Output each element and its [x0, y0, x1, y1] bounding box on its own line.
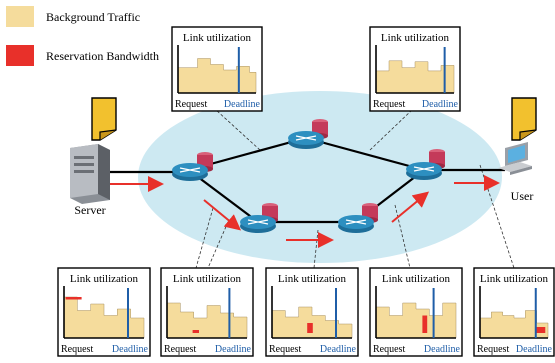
- legend-label-background-traffic: Background Traffic: [46, 10, 140, 24]
- desktop-computer-icon: [498, 142, 532, 175]
- background-traffic-area: [63, 296, 145, 339]
- legend-label-reservation-bandwidth: Reservation Bandwidth: [46, 49, 159, 63]
- link-r1-r2: [195, 136, 307, 170]
- background-traffic-area: [375, 302, 457, 339]
- user-node: User: [498, 142, 533, 203]
- chart-title: Link utilization: [480, 273, 549, 285]
- background-traffic-area: [166, 302, 248, 339]
- legend: Background Traffic Reservation Bandwidth: [6, 6, 159, 66]
- deadline-label: Deadline: [112, 344, 149, 355]
- chart-title: Link utilization: [278, 273, 347, 285]
- flow-arrow-up: [391, 191, 430, 223]
- router-node-4: [338, 203, 378, 233]
- deadline-label: Deadline: [424, 344, 461, 355]
- router-node-2: [288, 119, 328, 149]
- deadline-label: Deadline: [320, 344, 357, 355]
- chart-title: Link utilization: [173, 273, 242, 285]
- background-traffic-area: [177, 58, 257, 94]
- user-label: User: [511, 189, 534, 203]
- chart-title: Link utilization: [70, 273, 139, 285]
- request-label: Request: [477, 344, 509, 355]
- reservation-block: [422, 315, 428, 333]
- legend-swatch-background-traffic: [6, 6, 34, 27]
- server-icon: [70, 144, 110, 204]
- request-label: Request: [373, 344, 405, 355]
- chart-connectors: [195, 109, 515, 269]
- router-node-3: [240, 203, 278, 233]
- legend-swatch-reservation-bandwidth: [6, 45, 34, 66]
- background-traffic-area: [479, 310, 549, 339]
- deadline-label: Deadline: [516, 344, 553, 355]
- reservation-block: [307, 323, 313, 333]
- request-label: Request: [61, 344, 93, 355]
- router-node-5: [406, 149, 445, 180]
- request-label: Request: [373, 99, 405, 110]
- deadline-label: Deadline: [215, 344, 252, 355]
- document-icon-server: [91, 97, 117, 141]
- request-label: Request: [269, 344, 301, 355]
- link-r2-r5: [305, 136, 425, 172]
- chart-title: Link utilization: [381, 32, 450, 44]
- request-label: Request: [164, 344, 196, 355]
- router-node-1: [172, 152, 213, 181]
- link-r1-r3: [193, 173, 259, 223]
- flow-arrows: [110, 175, 500, 248]
- chart-title: Link utilization: [183, 32, 252, 44]
- deadline-label: Deadline: [224, 99, 261, 110]
- reservation-block: [535, 327, 546, 333]
- request-label: Request: [175, 99, 207, 110]
- reservation-block: [65, 297, 82, 300]
- chart-frame: [473, 267, 555, 357]
- server-node: Server: [70, 144, 110, 217]
- document-icon-user: [511, 97, 537, 141]
- background-traffic-area: [271, 306, 353, 339]
- server-label: Server: [74, 203, 105, 217]
- reservation-block: [192, 330, 199, 333]
- deadline-label: Deadline: [422, 99, 459, 110]
- flow-arrow-down: [203, 199, 242, 231]
- chart-title: Link utilization: [382, 273, 451, 285]
